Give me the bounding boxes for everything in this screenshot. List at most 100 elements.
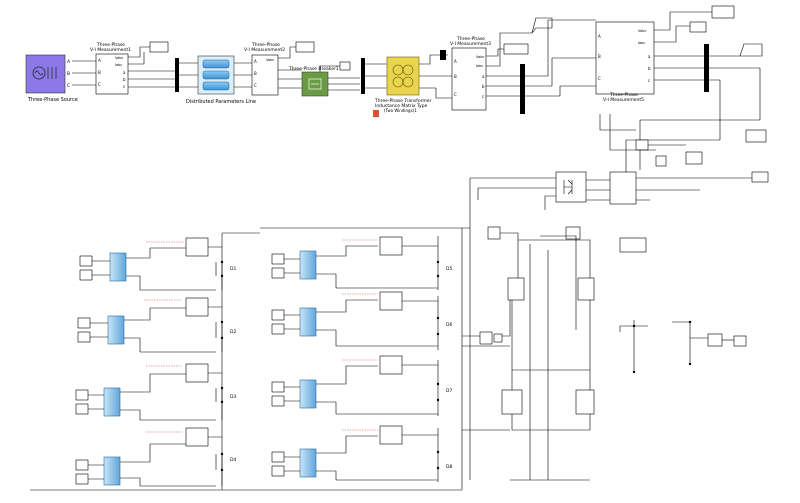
const-block[interactable] [271,465,285,477]
svg-text:a: a [648,54,651,59]
bus-bar-2 [361,58,365,94]
const-block[interactable] [271,253,285,265]
svg-text:Iabc: Iabc [476,64,483,68]
display-4[interactable] [493,333,503,343]
pv-group-3 [75,363,223,421]
const-block[interactable] [271,381,285,393]
igbt-block-2[interactable] [577,277,595,301]
svg-text:c: c [648,78,650,83]
igbt-block-4[interactable] [575,389,595,415]
const-block[interactable] [79,269,93,281]
const-block[interactable] [271,267,285,279]
universal-bridge-block[interactable] [555,171,587,203]
goto-tag-2[interactable] [739,43,763,57]
source-port-a: A [67,59,71,65]
vi-measurement-2-block[interactable]: Three-Phase V-I Measurement2 A B C Vabc [244,42,285,96]
mppt-block[interactable] [379,236,403,256]
pv-array-block[interactable] [103,456,121,486]
mppt-block[interactable] [379,425,403,445]
const-block[interactable] [77,331,91,343]
svg-text:b: b [123,77,126,82]
svg-text:C: C [254,83,257,88]
svg-text:c: c [123,84,125,89]
goto-tag-1[interactable] [531,17,553,34]
pv-group-7 [271,355,439,416]
display-2[interactable] [745,129,767,143]
scope-7[interactable] [751,171,769,183]
diode-label-d1: D1 [230,266,236,272]
igbt-block-3[interactable] [501,389,523,415]
display-3[interactable] [685,151,703,165]
svg-text:Iabc: Iabc [115,63,122,67]
diode-label-d2: D2 [230,329,236,335]
svg-text:B: B [254,71,257,76]
svg-text:C: C [98,82,101,87]
scope-3[interactable] [503,43,529,55]
svg-text:B: B [454,74,457,79]
const-block[interactable] [487,226,501,240]
pv-array-block[interactable] [299,307,317,337]
const-block[interactable] [75,459,89,471]
vi-measurement-5-block[interactable]: A B C Vabc Iabc a b c Three-Phase V-I Me… [595,21,655,103]
const-block[interactable] [271,451,285,463]
diode-label-d3: D3 [230,394,236,400]
mppt-block[interactable] [185,297,209,317]
svg-text:B: B [98,70,101,75]
const-block[interactable] [271,395,285,407]
mppt-block[interactable] [185,427,209,447]
sum-block[interactable] [707,333,723,347]
diode-label-d4: D4 [230,457,236,463]
scope-2[interactable] [295,41,315,53]
pv-array-block[interactable] [107,315,125,345]
diode-label-d5: D5 [446,266,452,272]
mppt-block[interactable] [185,237,209,257]
const-block[interactable] [75,389,89,401]
fault-indicator [373,110,379,117]
svg-text:a: a [482,74,485,79]
measurement-block[interactable] [479,331,493,345]
svg-text:b: b [482,84,485,89]
pv-array-block[interactable] [299,250,317,280]
const-block[interactable] [565,226,581,240]
svg-text:Iabc: Iabc [638,41,645,45]
bus-bar-1 [175,58,179,92]
step-block[interactable] [339,61,351,71]
svg-text:A: A [254,59,257,64]
const-block[interactable] [79,255,93,267]
three-phase-source-block[interactable]: Three-Phase Source [25,54,78,103]
const-block[interactable] [75,403,89,415]
pv-array-block[interactable] [109,252,127,282]
const-block[interactable] [271,309,285,321]
const-block[interactable] [75,473,89,485]
vi-measurement-1-block[interactable]: Three-Phase V-I Measurement1 A B C Vabc … [90,42,131,95]
pv-array-block[interactable] [103,387,121,417]
gain-block[interactable] [635,139,649,151]
scope-5[interactable] [689,21,707,33]
const-block[interactable] [271,323,285,335]
rlc-load-block[interactable] [609,171,637,205]
diode-label-d7: D7 [446,388,452,394]
mppt-block[interactable] [185,363,209,383]
pv-group-4 [75,427,223,487]
scope-6[interactable] [655,155,667,167]
vi-measurement-3-block[interactable]: Three-Phase V-I Measurement3 A B C Vabc … [450,36,491,111]
three-phase-breaker-block[interactable]: Three-Phase Breaker1 [288,66,339,97]
svg-text:B: B [598,54,601,59]
svg-text:A: A [454,59,457,64]
distributed-parameters-line-block[interactable]: Distributed Parameters Line [186,55,256,105]
subsystem-block[interactable] [619,237,647,253]
const-block[interactable] [77,317,91,329]
svg-text:A: A [598,34,601,39]
display-1[interactable] [711,5,735,19]
pv-array-block[interactable] [299,379,317,409]
igbt-block-1[interactable] [507,277,525,301]
svg-text:Three-Phase: Three-Phase [251,42,280,48]
scope-8[interactable] [733,335,747,347]
three-phase-transformer-block[interactable]: Three-Phase Transformer Inductance Matri… [374,56,432,113]
mppt-block[interactable] [379,355,403,375]
svg-text:Vabc: Vabc [638,29,646,33]
mppt-block[interactable] [379,291,403,311]
scope-1[interactable] [149,41,169,53]
pv-array-block[interactable] [299,448,317,478]
svg-text:V-I Measurement5: V-I Measurement5 [603,97,644,103]
